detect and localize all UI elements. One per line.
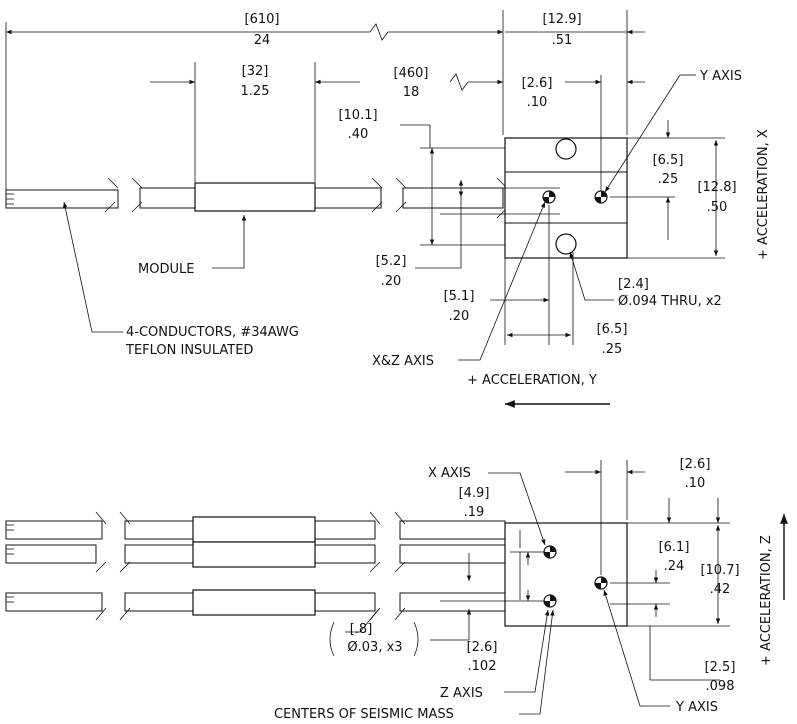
module <box>192 541 316 568</box>
label-y-axis-bottom: Y AXIS <box>675 700 718 715</box>
x-axis-height-inch: .19 <box>464 505 485 520</box>
top-view <box>5 10 725 408</box>
module-offset-metric: [460] <box>394 66 429 81</box>
wire-dia-spec: Ø.03, x3 <box>347 640 402 655</box>
y-axis-offset-metric: [2.6] <box>522 76 553 91</box>
cable-length-inch: 24 <box>254 33 271 48</box>
y-axis-height-inch-b: .24 <box>664 559 685 574</box>
xz-axis-height-inch: .20 <box>381 274 402 289</box>
y-axis-offset-inch-b: .10 <box>685 476 706 491</box>
label-accel-x: + ACCELERATION, X <box>756 129 771 260</box>
module-length-inch: 1.25 <box>241 84 270 99</box>
sensor-height-inch: .50 <box>707 200 728 215</box>
mounting-hole <box>555 138 577 160</box>
module <box>192 589 316 616</box>
y-axis-height-metric: [6.5] <box>653 153 684 168</box>
label-x-axis: X AXIS <box>428 466 471 481</box>
module-length-metric: [32] <box>242 64 269 79</box>
x-axis-center-icon <box>543 545 557 559</box>
bottom-leaders <box>488 472 670 715</box>
z-axis-height-inch: .102 <box>468 659 497 674</box>
label-y-axis-top: Y AXIS <box>699 69 742 84</box>
hole-spacing-metric: [6.5] <box>597 322 628 337</box>
z-axis-center-icon <box>543 594 557 608</box>
module <box>194 182 316 212</box>
label-accel-y: + ACCELERATION, Y <box>467 373 597 388</box>
y-axis-height-inch: .25 <box>658 172 679 187</box>
sensor-width-metric: [12.9] <box>542 12 581 27</box>
cable-offset-metric: [10.1] <box>338 108 377 123</box>
hole-dia-metric: [2.4] <box>618 277 649 292</box>
bottom-view <box>5 460 788 715</box>
label-conductors-1: 4-CONDUCTORS, #34AWG <box>126 325 299 340</box>
module <box>192 516 316 543</box>
sensor-body-top <box>440 137 628 259</box>
bottom-offset-metric: [2.5] <box>705 660 736 675</box>
xz-axis-center-icon <box>542 190 556 204</box>
sensor-height-inch-b: .42 <box>710 582 731 597</box>
sensor-height-metric-b: [10.7] <box>700 563 739 578</box>
y-axis-center-icon <box>594 190 608 204</box>
sensor-height-metric: [12.8] <box>697 180 736 195</box>
z-axis-height-metric: [2.6] <box>467 640 498 655</box>
xz-axis-height-metric: [5.2] <box>376 254 407 269</box>
y-axis-offset-metric-b: [2.6] <box>680 457 711 472</box>
xz-axis-offset-inch: .20 <box>449 309 470 324</box>
y-axis-offset-inch: .10 <box>527 95 548 110</box>
sensor-width-inch: .51 <box>552 33 573 48</box>
label-conductors-2: TEFLON INSULATED <box>125 343 253 358</box>
module-offset-inch: 18 <box>403 85 420 100</box>
label-xz-axis: X&Z AXIS <box>372 354 434 369</box>
xz-axis-offset-metric: [5.1] <box>444 289 475 304</box>
cable-length-metric: [610] <box>245 12 280 27</box>
x-axis-height-metric: [4.9] <box>459 486 490 501</box>
wire-dia-metric: [.8] <box>350 622 373 637</box>
bottom-dimensions <box>345 460 730 681</box>
hole-spacing-inch: .25 <box>602 342 623 357</box>
label-centers: CENTERS OF SEISMIC MASS <box>274 707 454 722</box>
bottom-offset-inch: .098 <box>706 679 735 694</box>
top-dimensions <box>5 10 725 345</box>
y-axis-height-metric-b: [6.1] <box>659 540 690 555</box>
hole-dia-spec: Ø.094 THRU, x2 <box>618 294 722 309</box>
sensor-body-bottom <box>504 522 628 627</box>
mounting-hole <box>555 233 577 255</box>
bottom-cables <box>5 511 506 621</box>
label-accel-z: + ACCELERATION, Z <box>759 535 774 666</box>
y-axis-center-icon <box>594 576 608 590</box>
top-leaders <box>62 74 696 361</box>
cable-offset-inch: .40 <box>348 127 369 142</box>
label-module: MODULE <box>138 262 194 277</box>
label-z-axis: Z AXIS <box>440 686 483 701</box>
